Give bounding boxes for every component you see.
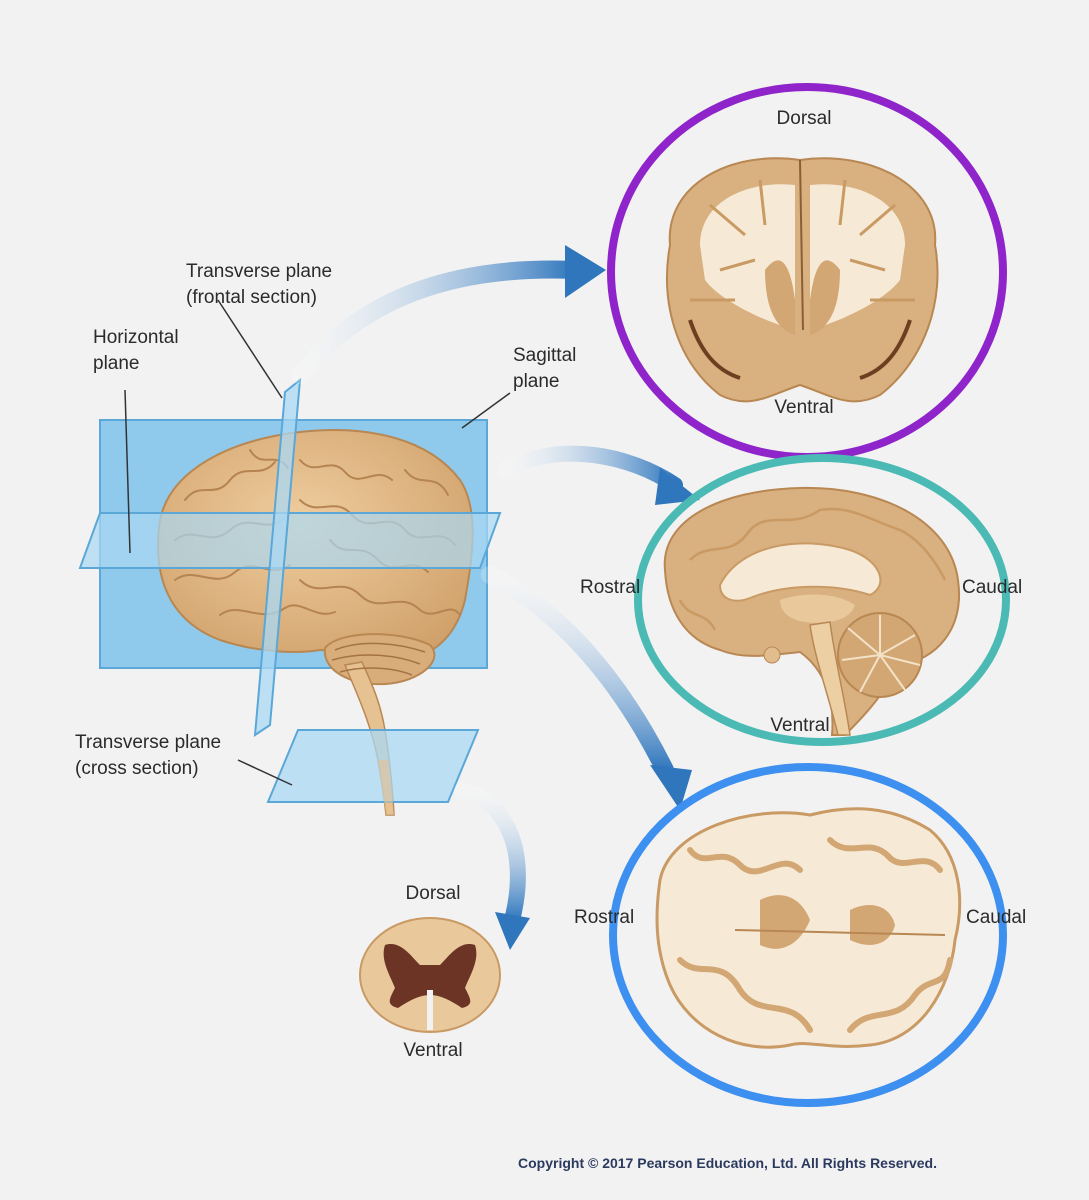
horizontal-caudal-label: Caudal — [966, 907, 1027, 928]
label-transverse-cross-1: Transverse plane — [75, 732, 222, 753]
label-transverse-frontal-1: Transverse plane — [186, 261, 333, 282]
label-horizontal-2: plane — [93, 353, 140, 374]
sagittal-rostral-label: Rostral — [580, 577, 641, 598]
horizontal-rostral-label: Rostral — [574, 907, 635, 928]
sagittal-caudal-label: Caudal — [962, 577, 1023, 598]
section-rings — [607, 83, 1010, 1107]
horizontal-ring — [609, 763, 1007, 1107]
label-sagittal-2: plane — [513, 371, 560, 392]
sagittal-section — [663, 486, 960, 736]
spinal-cord-cross-section — [359, 917, 501, 1033]
spinal-ventral-label: Ventral — [403, 1040, 463, 1061]
frontal-section — [666, 157, 939, 403]
frontal-dorsal-label: Dorsal — [776, 108, 832, 129]
label-transverse-frontal-2: (frontal section) — [186, 287, 317, 308]
arrows — [291, 245, 700, 950]
sagittal-ring — [634, 454, 1010, 746]
label-horizontal-1: Horizontal — [93, 327, 179, 348]
sagittal-ventral-label: Ventral — [770, 715, 830, 736]
frontal-ventral-label: Ventral — [774, 397, 834, 418]
leader-lines — [124, 299, 511, 786]
horizontal-plane — [78, 512, 502, 569]
copyright-notice: Copyright © 2017 Pearson Education, Ltd.… — [518, 1155, 937, 1171]
horizontal-section — [655, 807, 962, 1049]
cross-section-plane — [266, 729, 480, 815]
label-transverse-cross-2: (cross section) — [75, 758, 199, 779]
label-sagittal-1: Sagittal — [513, 345, 577, 366]
spinal-dorsal-label: Dorsal — [405, 883, 461, 904]
